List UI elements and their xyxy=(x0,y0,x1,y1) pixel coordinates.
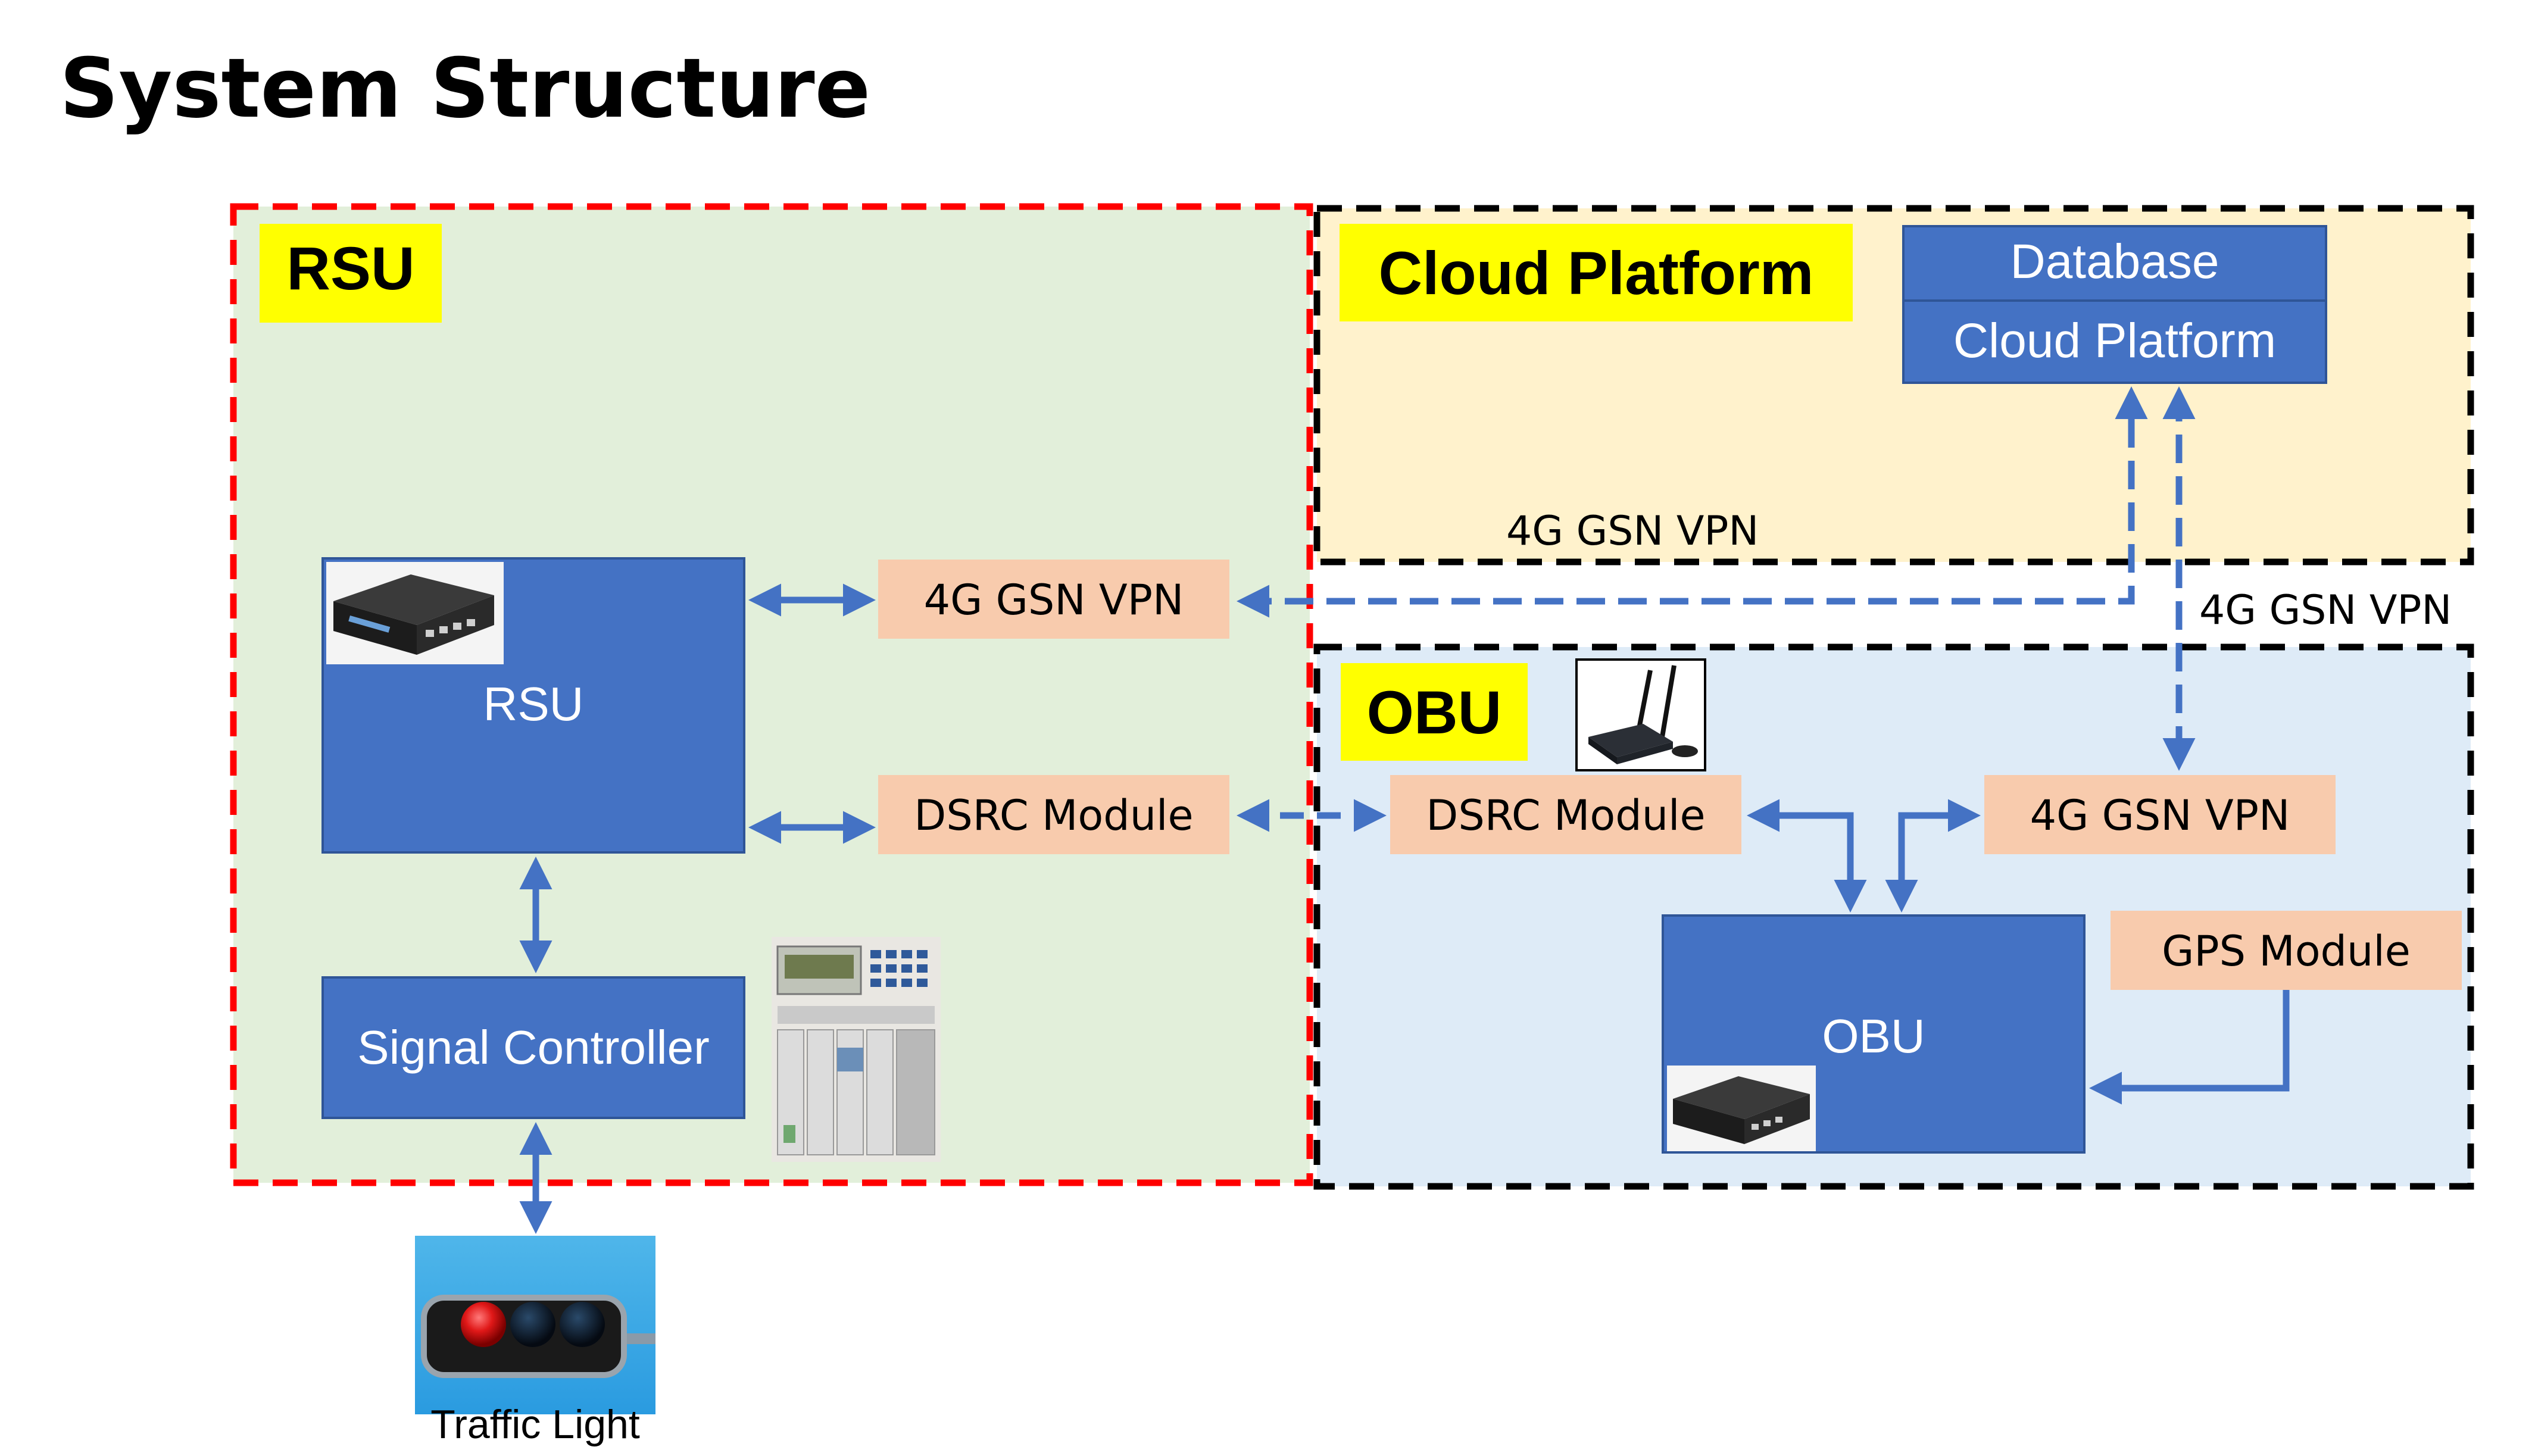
rsu-vpn-to-cloud-link xyxy=(1237,386,2148,618)
database-label: Database xyxy=(2010,235,2219,289)
obu-dsrc-to-obu-arrow xyxy=(1747,799,1867,913)
obu-vpn-module: 4G GSN VPN xyxy=(1984,775,2336,854)
rsu-region-label-bg xyxy=(260,224,442,323)
cloud-obu-link-label: 4G GSN VPN xyxy=(2199,587,2452,634)
obu-to-obu-vpn-arrow xyxy=(1885,799,1981,913)
signal-controller-label: Signal Controller xyxy=(357,1021,709,1074)
rsu-dsrc-module: DSRC Module xyxy=(878,775,1229,854)
obu-vpn-label: 4G GSN VPN xyxy=(2030,791,2290,840)
obu-region-label: OBU xyxy=(1367,679,1502,746)
rsu-node-label: RSU xyxy=(483,677,584,730)
obu-device-image xyxy=(1667,1066,1816,1151)
connectors xyxy=(519,386,2290,1234)
gps-module: GPS Module xyxy=(2111,911,2462,990)
cloud-region-label: Cloud Platform xyxy=(1379,239,1814,307)
rsu-dsrc-label: DSRC Module xyxy=(914,791,1193,840)
traffic-light-caption: Traffic Light xyxy=(430,1402,640,1447)
gps-module-label: GPS Module xyxy=(2162,927,2411,976)
obu-dsrc-label: DSRC Module xyxy=(1426,791,1705,840)
router-image xyxy=(1575,658,1706,771)
signal-controller-image xyxy=(772,937,941,1162)
rsu-vpn-label: 4G GSN VPN xyxy=(924,576,1184,624)
rsu-device-image xyxy=(326,562,504,664)
traffic-light-image xyxy=(415,1236,655,1414)
cloud-rsu-link-label: 4G GSN VPN xyxy=(1506,508,1759,555)
obu-node-label: OBU xyxy=(1822,1010,1925,1063)
cloud-region-label-bg xyxy=(1340,224,1853,321)
obu-dsrc-module: DSRC Module xyxy=(1390,775,1741,854)
cloud-platform-node: Cloud Platform xyxy=(1902,299,2327,384)
page-title: System Structure xyxy=(60,40,870,136)
cloud-platform-label: Cloud Platform xyxy=(1953,314,2276,368)
gps-to-obu-arrow xyxy=(2089,990,2290,1105)
rsu-vpn-module: 4G GSN VPN xyxy=(878,560,1229,639)
rsu-region-label: RSU xyxy=(286,235,414,302)
obu-region-label-bg xyxy=(1341,663,1528,761)
database-node: Database xyxy=(1902,225,2327,302)
signal-controller-node: Signal Controller xyxy=(321,976,745,1119)
